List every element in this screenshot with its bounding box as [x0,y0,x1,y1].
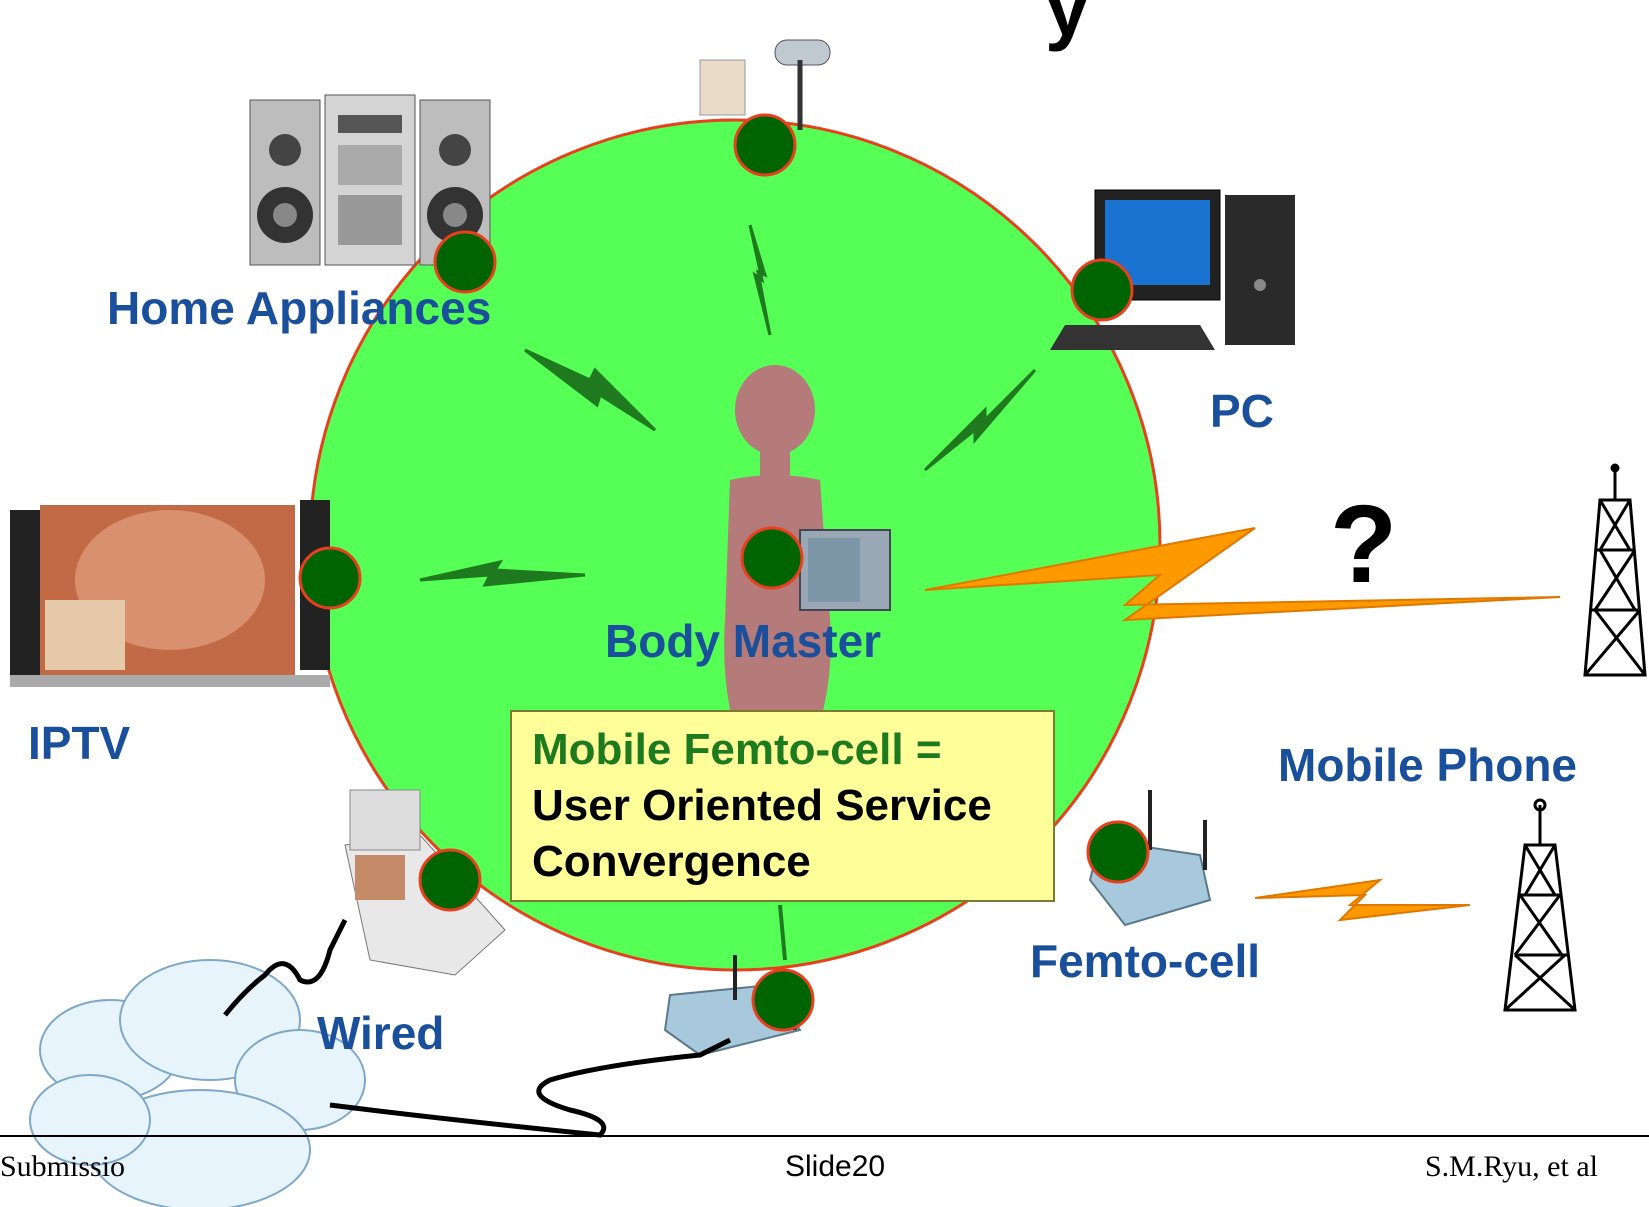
node-body-master [740,526,804,590]
node-bottom-router [751,968,815,1032]
label-pc: PC [1210,385,1274,437]
cell-tower-icon [1583,463,1647,677]
page-title-fragment: y [1045,0,1090,52]
label-home-appliances: Home Appliances [107,282,492,334]
iptv-icon [10,500,330,687]
wireless-link-top [748,224,772,336]
wireless-link-pc [923,368,1037,472]
node-iptv [298,546,362,610]
footer-divider [0,1135,1649,1137]
cellular-link-bolt [924,527,1561,622]
node-pc [1070,258,1134,322]
video-phone-icon [344,789,506,976]
callout-line-2: User Oriented Service [532,781,992,830]
wireless-link-iptv [419,559,586,587]
label-body-master: Body Master [605,615,882,667]
label-iptv: IPTV [28,717,131,769]
wire-cloud-to-router [329,1037,732,1138]
label-mobile-phone: Mobile Phone [1278,739,1577,791]
node-wired [418,848,482,912]
handheld-device-icon [799,529,891,611]
node-home-appliances [433,230,497,294]
footer-author: S.M.Ryu, et al [1425,1150,1598,1183]
unknown-link-question-mark: ? [1330,483,1398,606]
node-femtocell [1086,820,1150,884]
wire-phone-to-cloud [223,918,348,1017]
cell-tower-small-icon [1503,798,1577,1012]
label-femto-cell: Femto-cell [1030,935,1261,987]
mobile-femtocell-callout: Mobile Femto-cell = User Oriented Servic… [510,710,1055,902]
camera-icon [699,39,831,130]
footer-submission: Submissio [0,1150,126,1183]
callout-line-1: Mobile Femto-cell = [532,725,942,774]
wireless-link-home [524,348,657,432]
node-top [733,113,797,177]
label-wired: Wired [317,1007,445,1059]
femtocell-link-bolt [1254,878,1471,922]
callout-line-3: Convergence [532,837,811,886]
wireless-link-bottom [778,904,787,961]
footer-slide-number: Slide20 [785,1150,886,1183]
internet-cloud-icon [29,959,366,1207]
